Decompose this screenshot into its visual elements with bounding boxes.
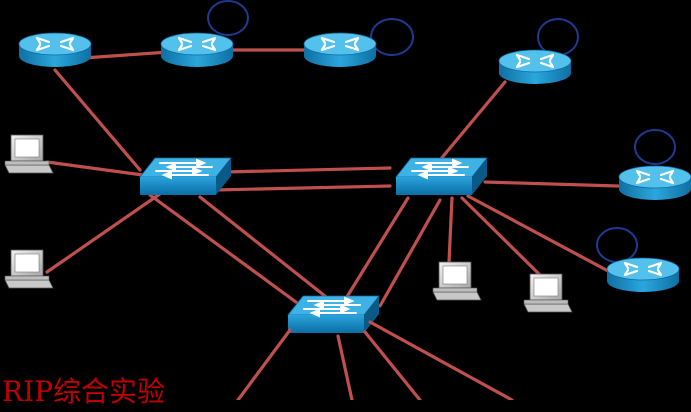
link-pc2-sw1 (45, 178, 182, 274)
loopback-ring-icon-r6 (596, 227, 638, 263)
diagram-caption: RIP综合实验 (2, 375, 165, 408)
pc-icon-pc3 (432, 261, 482, 301)
switch-icon-sw2 (395, 157, 488, 195)
link-sw2-pc4 (460, 196, 542, 277)
pc-icon-pc1 (4, 134, 54, 174)
link-sw1-sw2 (213, 184, 392, 192)
link-r1-sw1 (53, 68, 142, 172)
switch-icon-sw1 (139, 157, 232, 195)
link-sw2-sw3 (343, 196, 410, 302)
link-sw3-offscreen (368, 320, 514, 400)
offscreen-links-layer (236, 320, 514, 400)
pc-icon-pc4 (523, 273, 573, 313)
link-sw1-sw2 (223, 166, 392, 174)
link-sw3-offscreen (336, 334, 354, 400)
devices-layer (4, 32, 691, 333)
router-icon-r2 (160, 32, 234, 67)
router-icon-r6 (606, 257, 680, 292)
loopback-ring-icon-r3 (370, 18, 414, 56)
link-sw2-sw3 (378, 198, 442, 308)
loopback-ring-icon-r4 (537, 18, 579, 56)
router-icon-r4 (498, 49, 572, 84)
link-sw2-r5 (483, 180, 620, 188)
link-sw2-r4 (438, 80, 507, 162)
switch-icon-sw3 (287, 295, 380, 333)
link-sw3-offscreen (363, 330, 422, 400)
link-sw2-pc3 (447, 196, 454, 264)
loopback-rings-layer (207, 0, 676, 263)
link-sw1-sw3 (198, 195, 332, 302)
network-topology-diagram (4, 0, 691, 400)
links-layer (45, 48, 620, 308)
link-sw1-sw3 (148, 193, 302, 307)
link-sw2-r6 (466, 194, 612, 274)
router-icon-r1 (18, 32, 92, 67)
link-sw3-offscreen (236, 328, 292, 400)
router-icon-r3 (303, 32, 377, 67)
loopback-ring-icon-r2 (207, 0, 249, 36)
pc-icon-pc2 (4, 249, 54, 289)
router-icon-r5 (618, 165, 691, 200)
loopback-ring-icon-r5 (634, 129, 676, 165)
